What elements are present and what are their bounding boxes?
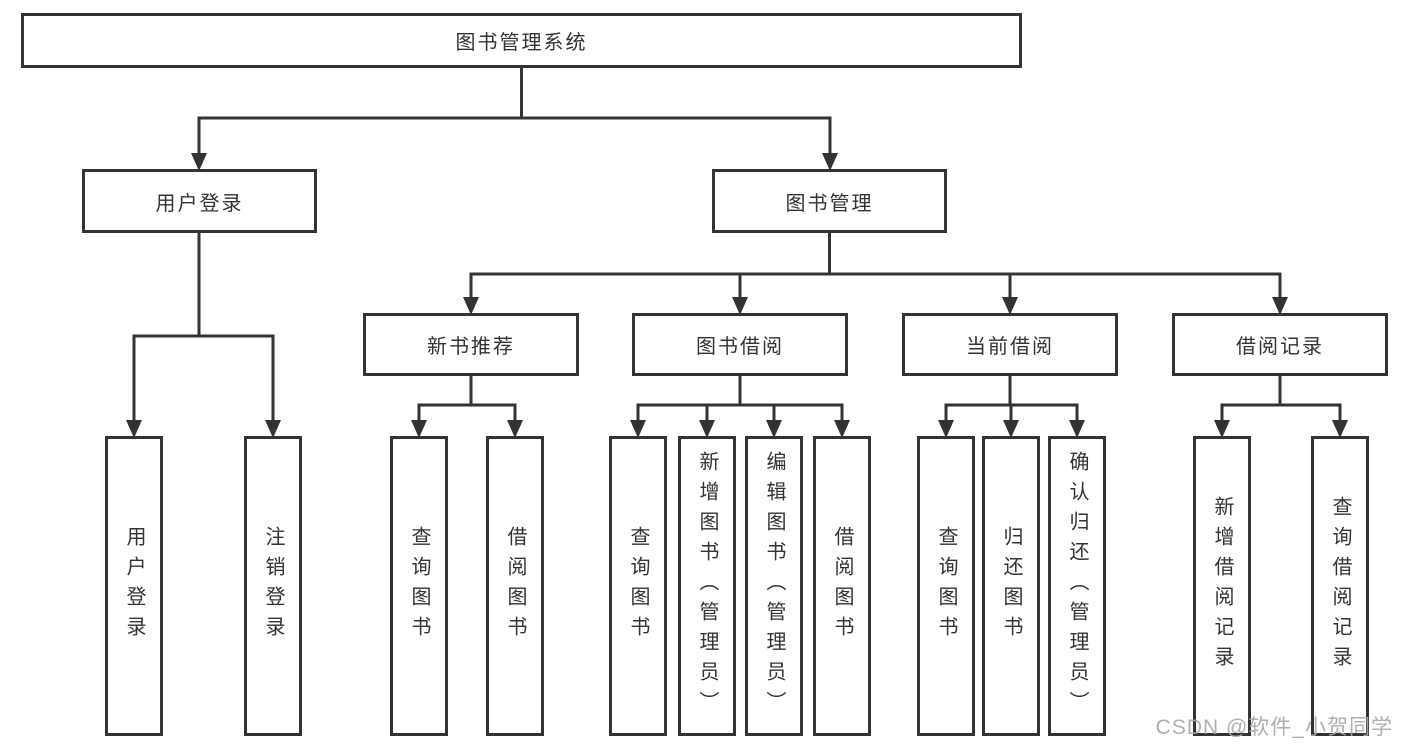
leaf-borrow-books: 借阅图书	[813, 436, 871, 736]
leaf-label: 借阅图书	[504, 526, 526, 646]
node-label: 图书管理系统	[455, 32, 588, 54]
leaf-add-books-admin: 新增图书（管理员）	[678, 436, 736, 736]
node-label: 图书借阅	[696, 336, 784, 358]
node-library-management-system: 图书管理系统	[21, 13, 1022, 68]
leaf-logout: 注销登录	[244, 436, 302, 736]
node-current-borrow: 当前借阅	[902, 313, 1118, 376]
leaf-confirm-return-admin: 确认归还（管理员）	[1048, 436, 1106, 736]
csdn-watermark: CSDN @软件_小贺同学	[1155, 716, 1393, 739]
leaf-label: 查询图书	[408, 526, 430, 646]
node-label: 新书推荐	[427, 336, 515, 358]
node-label: 用户登录	[155, 192, 244, 215]
node-label: 图书管理	[785, 192, 874, 215]
leaf-label: 新增借阅记录	[1211, 496, 1233, 676]
leaf-label: 查询图书	[627, 526, 649, 646]
leaf-search-books: 查询图书	[609, 436, 667, 736]
leaf-borrow-books: 借阅图书	[486, 436, 544, 736]
leaf-edit-books-admin: 编辑图书（管理员）	[745, 436, 803, 736]
leaf-label: 用户登录	[123, 526, 145, 646]
leaf-label: 新增图书（管理员）	[696, 451, 718, 721]
leaf-label: 注销登录	[262, 526, 284, 646]
leaf-label: 编辑图书（管理员）	[763, 451, 785, 721]
leaf-search-books: 查询图书	[917, 436, 975, 736]
leaf-label: 查询借阅记录	[1329, 496, 1351, 676]
leaf-label: 借阅图书	[831, 526, 853, 646]
leaf-user-login: 用户登录	[105, 436, 163, 736]
node-new-book-recommend: 新书推荐	[363, 313, 579, 376]
leaf-label: 归还图书	[1000, 526, 1022, 646]
leaf-search-borrow-record: 查询借阅记录	[1311, 436, 1369, 736]
node-label: 当前借阅	[966, 336, 1054, 358]
node-borrow-records: 借阅记录	[1172, 313, 1388, 376]
node-user-login: 用户登录	[82, 169, 317, 233]
leaf-return-books: 归还图书	[982, 436, 1040, 736]
leaf-add-borrow-record: 新增借阅记录	[1193, 436, 1251, 736]
node-book-management: 图书管理	[712, 169, 947, 233]
node-label: 借阅记录	[1236, 336, 1324, 358]
leaf-label: 确认归还（管理员）	[1066, 451, 1088, 721]
node-book-borrow: 图书借阅	[632, 313, 848, 376]
leaf-search-books: 查询图书	[390, 436, 448, 736]
leaf-label: 查询图书	[935, 526, 957, 646]
